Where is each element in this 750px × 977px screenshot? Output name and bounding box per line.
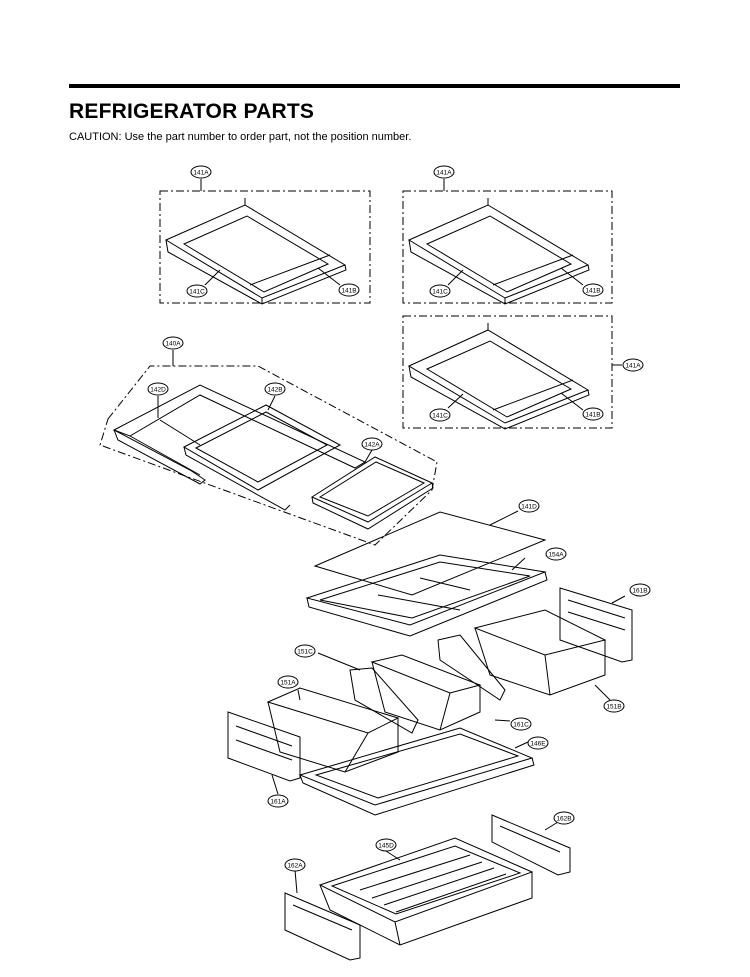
glass-shelf-small	[310, 456, 434, 530]
assembly-boundary	[99, 365, 438, 546]
callout-161A: 161A	[267, 794, 289, 808]
callout-label: 161C	[513, 722, 529, 729]
shelf-assembly-top-right	[402, 179, 613, 305]
callout-label: 141C	[432, 289, 448, 296]
callout-label: 146E	[530, 741, 546, 748]
callout-label: 141B	[585, 412, 600, 419]
glass-shelf	[407, 323, 590, 430]
crisper-drawer-right	[437, 609, 611, 701]
callout-label: 162A	[287, 863, 303, 870]
crisper-base-frame	[298, 719, 535, 816]
leader-line	[204, 269, 221, 286]
callout-162B: 162B	[553, 811, 575, 825]
callout-151A: 151A	[277, 675, 299, 689]
crisper-rail-left	[227, 711, 301, 795]
callout-label: 151A	[280, 680, 296, 687]
leader-line	[544, 821, 559, 831]
leader-line	[385, 850, 401, 861]
leader-line	[267, 395, 276, 411]
callout-145D: 145D	[375, 838, 397, 852]
header-rule	[69, 84, 680, 88]
callout-label: 142B	[267, 387, 282, 394]
callout-label: 141A	[436, 170, 452, 177]
leader-line	[560, 392, 584, 411]
page-title: REFRIGERATOR PARTS	[69, 100, 315, 123]
callout-141B-2: 141B	[582, 283, 604, 297]
shelf-assembly-top-left	[159, 179, 371, 305]
callout-141D: 141D	[518, 499, 540, 513]
callout-161C: 161C	[510, 717, 532, 731]
callout-154A: 154A	[545, 547, 567, 561]
callout-label: 142A	[364, 442, 380, 449]
leader-line	[317, 267, 341, 286]
glass-shelf	[407, 198, 590, 305]
leader-line	[364, 449, 373, 463]
leader-line	[611, 595, 626, 604]
leader-line	[514, 741, 529, 749]
leader-line	[271, 774, 279, 795]
callout-141A-2: 141A	[433, 165, 455, 179]
callout-141A-1: 141A	[190, 165, 212, 179]
callout-label: 151C	[297, 649, 313, 656]
shelf-assembly-middle-right	[402, 315, 622, 430]
callout-151C: 151C	[294, 644, 316, 658]
callout-142A: 142A	[361, 437, 383, 451]
callout-label: 142D	[150, 387, 166, 394]
crisper-cover-frame	[305, 554, 548, 637]
crisper-drawer-middle	[317, 652, 482, 734]
callout-label: 145D	[378, 843, 394, 850]
bottom-drawer	[318, 837, 534, 946]
callout-142B: 142B	[264, 382, 286, 396]
callout-151B: 151B	[603, 699, 625, 713]
glass-shelf	[164, 198, 347, 305]
callout-141B-3: 141B	[582, 407, 604, 421]
callout-140A: 140A	[162, 336, 184, 350]
callout-label: 154A	[548, 552, 564, 559]
callout-label: 140A	[165, 341, 181, 348]
leader-line	[494, 719, 511, 722]
leader-line	[294, 869, 298, 894]
slide-shelf-assembly	[99, 350, 438, 546]
leader-line	[447, 269, 464, 286]
leader-line	[594, 684, 611, 701]
callout-label: 141B	[585, 288, 600, 295]
callout-141B-1: 141B	[338, 283, 360, 297]
callout-142D: 142D	[147, 382, 169, 396]
callout-label: 141A	[625, 363, 641, 370]
callout-141C-3: 141C	[429, 408, 451, 422]
crisper-drawer-left	[266, 687, 400, 773]
leader-line	[297, 689, 301, 701]
callout-label: 141C	[189, 289, 205, 296]
callout-146E: 146E	[527, 736, 549, 750]
callout-161B: 161B	[629, 583, 651, 597]
callout-141A-3: 141A	[622, 358, 644, 372]
crisper-glass-cover	[313, 510, 547, 596]
callout-label: 141B	[341, 288, 356, 295]
leader-line	[447, 393, 464, 409]
drawer-rail-left	[284, 869, 361, 961]
callout-label: 162B	[556, 816, 571, 823]
callout-141C-2: 141C	[429, 284, 451, 298]
leader-line	[560, 267, 584, 286]
callout-label: 161A	[270, 799, 286, 806]
callout-label: 141A	[193, 170, 209, 177]
callout-162A: 162A	[284, 858, 306, 872]
callout-label: 141D	[521, 504, 537, 511]
crisper-rail-right	[559, 587, 633, 663]
shelf-frame	[112, 384, 367, 485]
leader-line	[489, 510, 519, 526]
caution-note: CAUTION: Use the part number to order pa…	[69, 131, 412, 143]
drawer-rail-right	[491, 814, 571, 876]
shelf-frame-2	[182, 404, 342, 511]
callout-label: 161B	[632, 588, 647, 595]
leader-line	[511, 557, 526, 571]
callout-141C-1: 141C	[186, 284, 208, 298]
callout-label: 151B	[606, 704, 621, 711]
callout-label: 141C	[432, 413, 448, 420]
leader-line	[317, 652, 361, 671]
